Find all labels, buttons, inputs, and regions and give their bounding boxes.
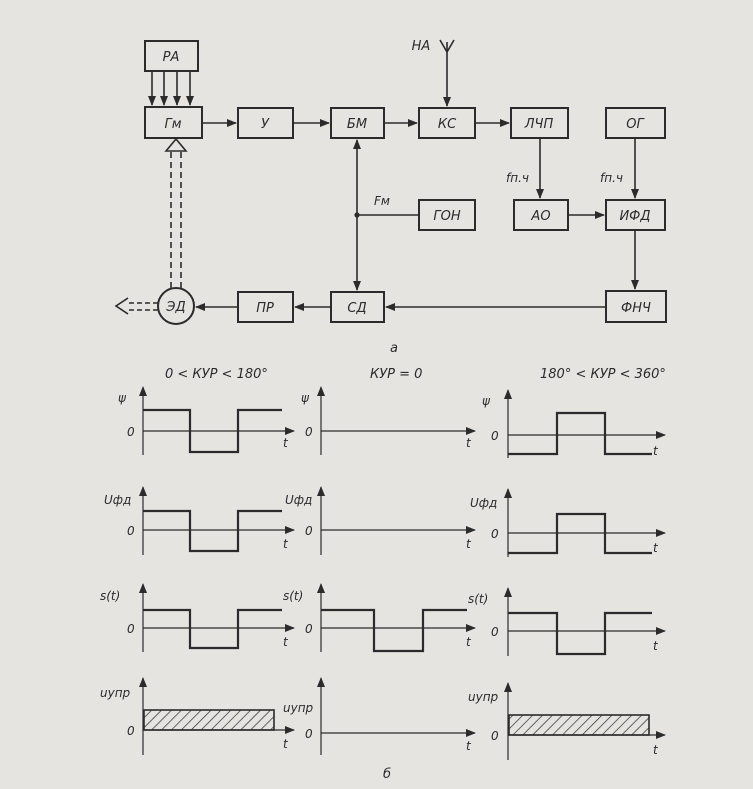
waveform	[321, 608, 467, 653]
block-u-label: У	[261, 117, 270, 132]
block-lchp: ЛЧП	[510, 107, 569, 139]
zero-label: 0	[127, 724, 135, 738]
block-ra-label: РА	[163, 50, 180, 65]
block-bm: БМ	[330, 107, 385, 139]
zero-label: 0	[305, 622, 313, 636]
waveform	[143, 608, 282, 650]
signal-label: ψ	[482, 394, 491, 408]
block-sd-label: СД	[347, 301, 366, 316]
block-sd: СД	[330, 291, 385, 323]
block-ao-label: АО	[530, 209, 550, 224]
signal-label: uупр	[283, 701, 314, 715]
zero-label: 0	[491, 527, 499, 541]
block-diagram: РА Гм У БМ КС ЛЧП ОГ ГОН	[114, 39, 667, 356]
t-label: t	[283, 737, 289, 751]
waveform	[508, 512, 652, 555]
zero-label: 0	[305, 425, 313, 439]
hatched-level	[508, 714, 650, 736]
t-label: t	[653, 444, 659, 458]
t-label: t	[466, 739, 472, 753]
header-col-2: КУР = 0	[370, 367, 422, 382]
t-label: t	[466, 635, 472, 649]
block-u: У	[237, 107, 294, 139]
header-col-3: 180° < КУР < 360°	[540, 367, 666, 382]
block-lchp-label: ЛЧП	[524, 117, 554, 132]
zero-label: 0	[305, 727, 313, 741]
plot-col-3: ψ 0 t Uфд 0 t s(t) 0 t uупр 0 t	[468, 389, 666, 760]
header-col-1: 0 < КУР < 180°	[165, 367, 268, 382]
block-ra: РА	[144, 40, 199, 72]
signal-label: ψ	[301, 391, 310, 405]
waveform	[508, 611, 652, 656]
fm-label: Fм	[374, 194, 390, 208]
block-ao: АО	[513, 199, 569, 231]
waveform	[143, 408, 282, 454]
block-ed-label: ЭД	[165, 300, 185, 315]
signal-label: s(t)	[100, 589, 120, 603]
zero-label: 0	[127, 425, 135, 439]
block-ks-label: КС	[438, 117, 457, 132]
signal-label: Uфд	[470, 496, 497, 510]
plot-col-2: ψ 0 t Uфд 0 t s(t) 0 t uупр 0 t	[283, 386, 476, 755]
block-fnch-label: ФНЧ	[621, 301, 651, 316]
plot-col-1: ψ 0 t Uфд 0 t s(t) 0 t uупр 0 t	[100, 386, 295, 755]
signal-label: uупр	[100, 686, 131, 700]
block-gm: Гм	[144, 106, 203, 139]
zero-label: 0	[127, 524, 135, 538]
block-bm-label: БМ	[347, 117, 367, 132]
caption-b: б	[383, 767, 391, 782]
block-gon: ГОН	[418, 199, 476, 231]
block-gon-label: ГОН	[433, 209, 460, 224]
block-og: ОГ	[605, 107, 666, 139]
zero-label: 0	[491, 625, 499, 639]
signal-label: s(t)	[468, 592, 488, 606]
t-label: t	[283, 436, 289, 450]
signal-label: Uфд	[285, 493, 312, 507]
antenna-label: НА	[412, 39, 431, 54]
block-ed: ЭД	[157, 287, 195, 325]
zero-label: 0	[491, 429, 499, 443]
t-label: t	[466, 436, 472, 450]
zero-label: 0	[491, 729, 499, 743]
fpch-label-1: fп.ч	[506, 171, 529, 185]
t-label: t	[653, 541, 659, 555]
block-pr-label: ПР	[256, 301, 274, 316]
t-label: t	[283, 537, 289, 551]
hatched-level	[143, 709, 275, 731]
signal-label: s(t)	[283, 589, 303, 603]
block-pr: ПР	[237, 291, 294, 323]
connections	[114, 39, 639, 315]
t-label: t	[283, 635, 289, 649]
t-label: t	[466, 537, 472, 551]
block-fnch: ФНЧ	[605, 290, 667, 323]
block-ifd: ИФД	[605, 199, 666, 231]
waveform	[508, 411, 652, 456]
signal-label: ψ	[118, 391, 127, 405]
zero-label: 0	[305, 524, 313, 538]
t-label: t	[653, 743, 659, 757]
t-label: t	[653, 639, 659, 653]
signal-label: Uфд	[104, 493, 131, 507]
block-ifd-label: ИФД	[619, 209, 650, 224]
waveform	[143, 509, 282, 553]
timing-plots: 0 < КУР < 180° КУР = 0 180° < КУР < 360°…	[100, 367, 666, 782]
fpch-label-2: fп.ч	[600, 171, 623, 185]
caption-a: а	[390, 341, 398, 356]
block-ks: КС	[418, 107, 476, 139]
block-gm-label: Гм	[164, 117, 181, 132]
signal-label: uупр	[468, 690, 499, 704]
block-og-label: ОГ	[626, 117, 645, 132]
zero-label: 0	[127, 622, 135, 636]
